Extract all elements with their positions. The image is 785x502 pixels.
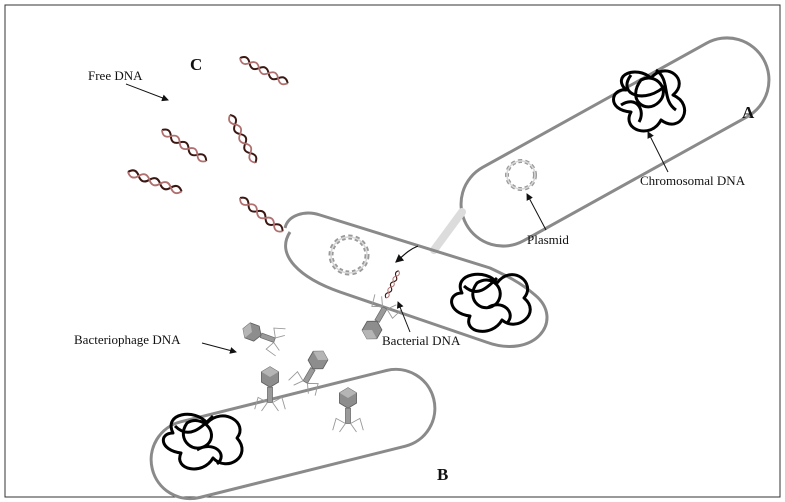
- phage-4: [332, 387, 364, 433]
- plasmid-arrow: [526, 193, 547, 231]
- free-dna-strand-4: [125, 167, 184, 196]
- chromosomal-dna-a: [612, 68, 686, 133]
- plasmid-transfer-arrow: [395, 245, 419, 263]
- chromosomal-dna-arrow: [647, 131, 669, 173]
- bacterial-dna-label: Bacterial DNA: [382, 333, 461, 348]
- panel-label-c: C: [190, 55, 202, 74]
- figure-frame: [4, 4, 781, 498]
- free-dna-strand-3: [159, 126, 210, 165]
- plasmid-recipient: [328, 234, 370, 276]
- free-dna-label: Free DNA: [88, 68, 143, 83]
- phage-3: [254, 366, 286, 412]
- phage-1: [237, 314, 288, 357]
- bacterium-b: [149, 367, 437, 501]
- panel-label-b: B: [437, 465, 448, 484]
- bacteriophage-dna-label: Bacteriophage DNA: [74, 332, 181, 347]
- recipient-bacterium: [283, 211, 549, 349]
- chromosomal-dna-label: Chromosomal DNA: [640, 173, 746, 188]
- free-dna-arrow: [125, 83, 169, 102]
- free-dna-strand-2: [226, 112, 260, 166]
- conjugation-pilus: [430, 208, 466, 254]
- bacterial-dna-arrow: [396, 301, 411, 333]
- bacterium-a: [459, 36, 771, 248]
- chromosomal-dna-b: [162, 412, 244, 471]
- panel-label-a: A: [742, 103, 755, 122]
- bacterial-dna-fragment: [383, 269, 401, 300]
- plasmid-label: Plasmid: [527, 232, 569, 247]
- free-dna-strand-1: [237, 54, 291, 88]
- chromosomal-dna-recipient: [450, 272, 532, 333]
- bacteriophage-dna-arrow: [201, 342, 237, 354]
- free-dna-strand-5: [236, 194, 286, 235]
- plasmid-a: [505, 159, 537, 191]
